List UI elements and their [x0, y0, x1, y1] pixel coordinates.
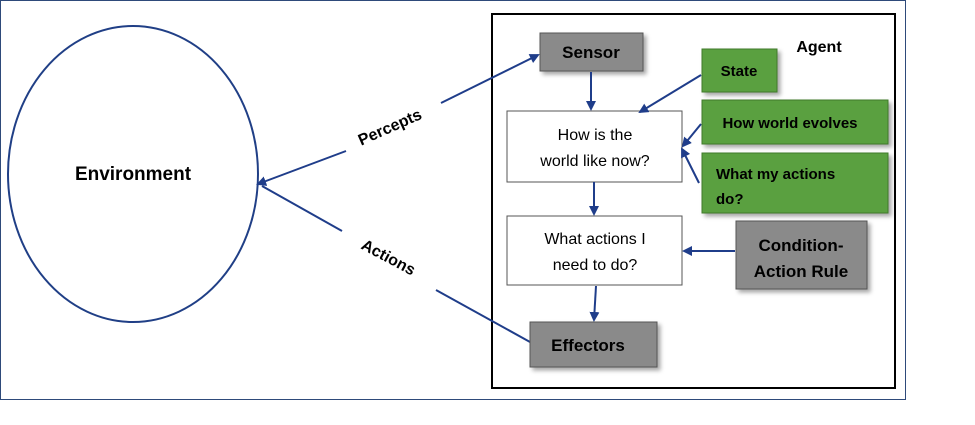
world-now-line1: How is the [558, 127, 633, 144]
state-arrow [638, 74, 702, 114]
actions-needed-line2: need to do? [553, 257, 638, 274]
percepts-arrow-b [256, 150, 347, 186]
condition-rule-line1: Condition- [759, 236, 844, 255]
actions-line-upper [261, 185, 343, 232]
actions-needed-box [506, 215, 683, 286]
world-now-line2: world like now? [539, 153, 649, 170]
world-now-box [506, 110, 683, 183]
state-box [701, 48, 778, 93]
sensor-box [539, 32, 644, 72]
world-evolves-arrow [681, 123, 702, 148]
actions-to-effectors-arrow [589, 285, 600, 322]
actions-needed-line1: What actions I [544, 231, 645, 248]
sensor-label: Sensor [562, 43, 620, 62]
state-label: State [721, 63, 758, 80]
world-evolves-label: How world evolves [722, 115, 857, 132]
agent-label: Agent [796, 39, 842, 56]
effectors-label: Effectors [551, 336, 625, 355]
my-actions-line2: do? [716, 191, 744, 208]
environment-ellipse [7, 25, 259, 323]
percepts-label: Percepts [356, 106, 425, 149]
actions-label: Actions [358, 237, 418, 280]
diagram-frame [0, 0, 906, 400]
percepts-arrow-a [440, 54, 540, 104]
environment-label: Environment [75, 164, 192, 185]
agent-box [491, 13, 896, 389]
my-actions-box [701, 152, 889, 214]
world-evolves-box [701, 99, 889, 145]
effectors-box [529, 321, 658, 368]
actions-line-lower [435, 289, 531, 343]
my-actions-arrow [681, 147, 700, 184]
condition-rule-box [735, 220, 868, 290]
my-actions-line1: What my actions [716, 166, 835, 183]
condition-rule-line2: Action Rule [754, 262, 848, 281]
